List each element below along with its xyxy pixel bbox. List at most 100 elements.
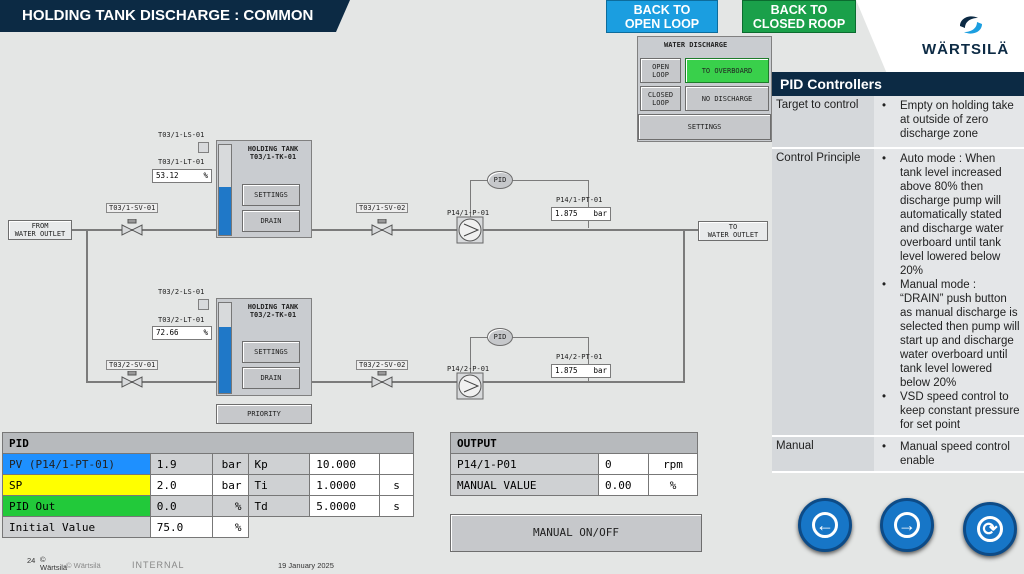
pump1-pid-button[interactable]: PID [487,171,513,189]
list-item: •VSD speed control to keep constant pres… [882,391,1020,431]
pump2-bypass-v2 [588,337,589,382]
pid-out-label: PID Out [2,495,151,517]
tank1-level-value: 53.12% [152,169,212,183]
back-to-closed-loop-button[interactable]: BACK TO CLOSED ROOP [742,0,856,33]
tank2-sv1-tag: T03/2-SV-01 [106,360,159,370]
tank1-level-switch [198,142,209,153]
pump2-bypass-h [470,337,588,338]
tank1-sv2-tag: T03/1-SV-02 [356,203,409,213]
pump1-bypass-v [470,180,471,220]
kp-value[interactable]: 10.000 [309,453,381,475]
tank2-level-switch [198,299,209,310]
tank2-title: HOLDING TANK T03/2-TK-01 [247,303,299,319]
ti-value[interactable]: 1.0000 [309,474,381,496]
pump1-bypass-h [470,180,588,181]
tank2-sv2-valve-icon [371,370,393,398]
to-overboard-button[interactable]: TO OVERBOARD [685,58,769,83]
pump1-pressure-number: 1.875 [555,209,578,218]
tank2-level-bar [218,302,232,394]
initial-value-unit: % [211,516,249,538]
manual-on-off-button[interactable]: MANUAL ON/OFF [450,514,702,552]
from-water-outlet-label: FROM WATER OUTLET [8,220,72,240]
pump1-icon[interactable] [456,216,484,249]
water-discharge-settings-button[interactable]: SETTINGS [638,114,771,140]
open-loop-label: OPEN LOOP [640,58,681,83]
kp-unit [379,453,414,475]
pid-row-manual: Manual •Manual speed control enable [772,436,1024,473]
tank2-level-fill [219,327,231,393]
manual-value[interactable]: 0.00 [598,474,649,496]
logo-text: WÄRTSILÄ [922,41,1010,58]
pv-unit: bar [211,453,249,475]
bullet-text: Auto mode : When tank level increased ab… [900,153,1004,277]
pid-table: PID PV (P14/1-PT-01) 1.9 bar Kp 10.000 S… [2,432,414,538]
branch-right [683,229,685,383]
pump2-pressure-value: 1.875 bar [551,364,611,378]
td-label: Td [247,495,311,517]
to-water-outlet-label: TO WATER OUTLET [698,221,768,241]
tank1-title: HOLDING TANK T03/1-TK-01 [247,145,299,161]
pump1-tag: P14/1-P-01 [447,209,490,217]
pid-controllers-table: Target to control •Empty on holding take… [772,96,1024,473]
pv-value: 1.9 [149,453,213,475]
pid-row-principle: Control Principle •Auto mode : When tank… [772,148,1024,437]
forward-nav-button[interactable]: → [880,498,934,552]
sp-value[interactable]: 2.0 [149,474,213,496]
tank2-level-number: 72.66 [156,328,179,337]
tank2-sv2-tag: T03/2-SV-02 [356,360,409,370]
list-item: •Empty on holding take at outside of zer… [878,99,1020,141]
td-value[interactable]: 5.0000 [309,495,381,517]
output-table-title: OUTPUT [450,432,698,454]
tank1-ls-tag: T03/1-LS-01 [158,131,205,139]
no-discharge-button[interactable]: NO DISCHARGE [685,86,769,111]
sp-label: SP [2,474,151,496]
footer-classification: INTERNAL [132,560,185,570]
tank2-settings-button[interactable]: SETTINGS [242,341,300,363]
tank1-level-fill [219,187,231,235]
pump2-bypass-v [470,337,471,377]
output-table: OUTPUT P14/1-P01 0 rpm MANUAL VALUE 0.00… [450,432,698,496]
logo-icon [956,12,986,38]
ti-unit: s [379,474,414,496]
back-nav-button[interactable]: ← [798,498,852,552]
tank2-lt-tag: T03/2-LT-01 [158,316,205,324]
refresh-nav-button[interactable]: ⟳ [963,502,1017,556]
tank1-drain-button[interactable]: DRAIN [242,210,300,232]
pump2-tag: P14/2-P-01 [447,365,490,373]
manual-value-unit: % [648,474,698,496]
water-discharge-title: WATER DISCHARGE [664,41,728,49]
td-unit: s [379,495,414,517]
header-banner: HOLDING TANK DISCHARGE : COMMON [0,0,350,32]
logo-area [856,0,1024,72]
tank1-settings-button[interactable]: SETTINGS [242,184,300,206]
footer: 24 © Wärtsilä © Wärtsilä INTERNAL 19 Jan… [0,556,1024,574]
pid-row-label: Target to control [772,96,874,149]
pid-row-label: Control Principle [772,148,874,437]
list-item: •Manual mode : “DRAIN” push button as ma… [882,279,1020,389]
initial-value[interactable]: 75.0 [149,516,213,538]
priority-button[interactable]: PRIORITY [216,404,312,424]
pump2-pid-button[interactable]: PID [487,328,513,346]
back-to-open-loop-button[interactable]: BACK TO OPEN LOOP [606,0,718,33]
output-pump-unit: rpm [648,453,698,475]
pid-out-unit: % [211,495,249,517]
arrow-right-icon: → [894,512,920,538]
bullet-text: VSD speed control to keep constant press… [900,391,1020,431]
tank2-drain-button[interactable]: DRAIN [242,367,300,389]
pump2-pressure-unit: bar [593,366,607,375]
tank1-sv1-valve-icon [121,218,143,246]
manual-value-label: MANUAL VALUE [450,474,599,496]
arrow-left-icon: ← [812,512,838,538]
pump2-pressure-number: 1.875 [555,366,578,375]
pump2-pt-tag: P14/2-PT-01 [556,353,603,361]
tank1-sv1-tag: T03/1-SV-01 [106,203,159,213]
pid-row-target: Target to control •Empty on holding take… [772,96,1024,149]
ti-label: Ti [247,474,311,496]
page-title: HOLDING TANK DISCHARGE : COMMON [22,7,314,24]
pump2-icon[interactable] [456,372,484,405]
pid-row-label: Manual [772,436,874,473]
bullet-text: Manual mode : “DRAIN” push button as man… [900,279,1020,389]
pid-controllers-title: PID Controllers [772,72,1024,96]
footer-company: © Wärtsilä [66,561,101,570]
